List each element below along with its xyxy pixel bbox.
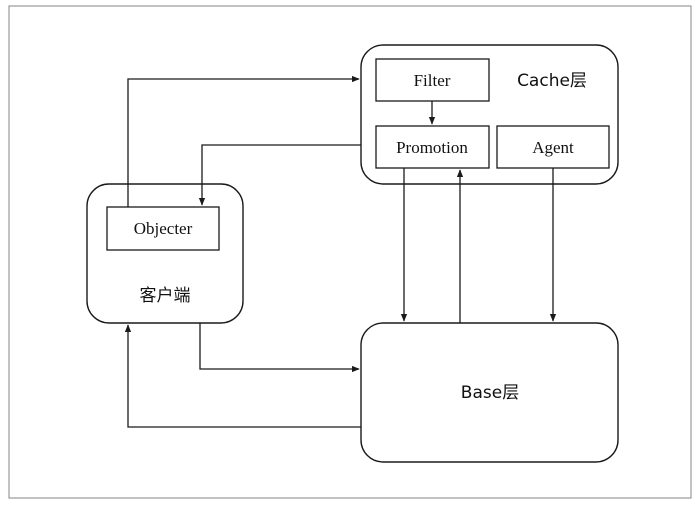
cache-layer-label: Cache层	[517, 71, 587, 91]
objecter-box	[106, 206, 220, 251]
filter-label: Filter	[414, 71, 451, 90]
agent-label: Agent	[532, 138, 574, 157]
base-layer-box	[360, 322, 619, 463]
promotion-label: Promotion	[396, 138, 468, 157]
base-layer-label: Base层	[461, 383, 519, 403]
client-label: 客户端	[140, 286, 191, 306]
arrow-client-to-base	[199, 323, 360, 373]
agent-box	[496, 125, 610, 169]
filter-box	[375, 58, 490, 102]
arrow-cache-to-objecter	[198, 144, 361, 206]
promotion-box	[375, 125, 490, 169]
arrow-base-to-client	[124, 324, 361, 428]
objecter-label: Objecter	[134, 219, 193, 238]
arrow-objecter-to-cache	[127, 75, 360, 207]
outer-frame	[8, 5, 692, 499]
